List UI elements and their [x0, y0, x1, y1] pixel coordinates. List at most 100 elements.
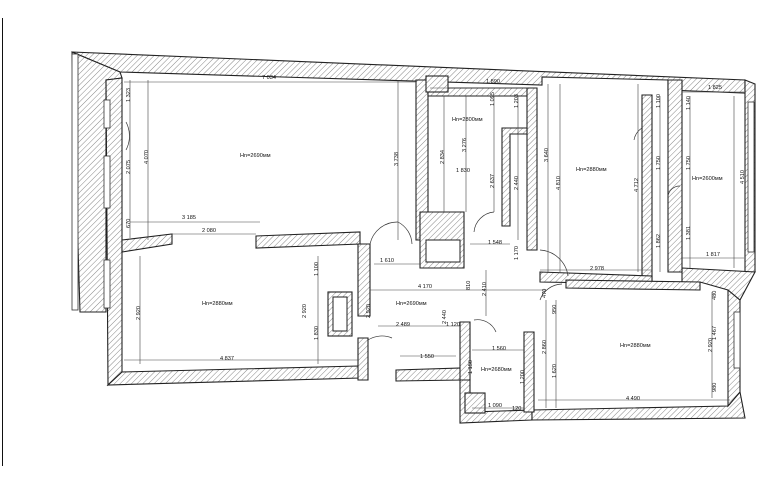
room-labels: Hn=2690мм Hn=2800мм Hn=2880мм Hn=2600мм …	[202, 117, 723, 373]
dim-label: 4 070	[144, 150, 150, 164]
dim-label: 1 550	[420, 354, 434, 360]
dim-label: 1 830	[314, 326, 320, 340]
door-swing-right-room	[539, 283, 563, 301]
dim-label: 2 920	[302, 304, 308, 318]
door-swing-room4	[633, 127, 643, 141]
wall-room-right-top	[565, 279, 701, 291]
doors	[125, 121, 681, 341]
dim-label: 1 203	[514, 94, 520, 108]
room-label: Hn=2690мм	[396, 301, 427, 307]
shaft-core	[425, 239, 461, 263]
dim-label: 980	[712, 383, 718, 392]
dim-label: 1 200	[520, 370, 526, 384]
dim-label: 1 100	[656, 94, 662, 108]
dim-label: 120	[512, 406, 521, 412]
dim-label: 1 323	[126, 88, 132, 102]
room-label: Hn=2600мм	[692, 176, 723, 182]
dim-label: 2 075	[126, 160, 132, 174]
dim-label: 2 410	[482, 282, 488, 296]
window-left-1	[103, 99, 111, 129]
dim-label: 1 170	[514, 246, 520, 260]
room-label: Hn=2880мм	[620, 343, 651, 349]
dim-label: 1 610	[380, 258, 394, 264]
dim-label: 1 862	[656, 234, 662, 248]
dim-label: 670	[126, 219, 132, 228]
wall-top	[71, 51, 746, 94]
dim-label: 3 640	[544, 148, 550, 162]
window-right-1	[747, 101, 755, 253]
dim-label: 1 890	[486, 79, 500, 85]
dim-label: 1 140	[686, 96, 692, 110]
dim-label: 4 170	[418, 284, 432, 290]
dim-label: 2 637	[490, 174, 496, 188]
dim-label: 2 489	[396, 322, 410, 328]
wall-room4-left	[667, 79, 683, 273]
dimension-labels: 7 034 1 890 1 825 1 323 4 070 2 075 670 …	[126, 75, 746, 412]
wall-wc-right	[523, 331, 535, 413]
wall-bedroom-bath	[641, 94, 653, 283]
door-swing-bath	[473, 211, 495, 233]
shaft-wc	[464, 392, 486, 414]
dim-label: 1 560	[492, 346, 506, 352]
dim-label: 7 034	[262, 75, 276, 81]
dim-label: 3 276	[462, 138, 468, 152]
dim-label: 1 120	[446, 322, 460, 328]
door-swing-balcony	[125, 121, 130, 151]
door-swing-living-south	[367, 335, 393, 341]
dim-label: 1 825	[708, 85, 722, 91]
dim-label: 1 095	[490, 92, 496, 106]
balcony-rail	[71, 53, 79, 311]
dim-label: 4 810	[556, 176, 562, 190]
room-label: Hn=2880мм	[576, 167, 607, 173]
wall-bottom-mid	[395, 367, 463, 382]
inner-walls	[121, 79, 701, 413]
wall-wc-left	[459, 321, 471, 381]
dim-label: 2 440	[514, 176, 520, 190]
dim-label: 470	[542, 289, 548, 298]
dim-label: 1 750	[686, 156, 692, 170]
room-label: Hn=2690мм	[240, 153, 271, 159]
dim-label: 1 548	[488, 240, 502, 246]
dim-label: 1 467	[712, 326, 718, 340]
shaft-top	[425, 75, 449, 93]
window-left-2	[103, 155, 111, 209]
wall-mid-room-lower	[357, 337, 369, 381]
dim-label: 4 510	[740, 170, 746, 184]
window-right-2	[733, 311, 741, 369]
dim-label: 2 860	[542, 340, 548, 354]
dim-label: 2 920	[136, 306, 142, 320]
dim-label: 4 712	[634, 178, 640, 192]
dim-label: 2 080	[202, 228, 216, 234]
wall-living-south-2	[255, 231, 361, 249]
door-swing-hall-2	[397, 221, 413, 245]
wall-bath-right	[526, 87, 538, 251]
windows	[71, 53, 755, 369]
dim-label: 1 100	[314, 262, 320, 276]
wall-niche	[501, 127, 528, 227]
dim-label: 1 381	[686, 226, 692, 240]
wall-mid-room-left	[357, 243, 371, 317]
door-swing-room4-b	[667, 185, 681, 197]
dim-label: 4 837	[220, 356, 234, 362]
room-label: Hn=2800мм	[452, 117, 483, 123]
dim-label: 1 090	[488, 403, 502, 409]
page-edge-line	[2, 18, 3, 466]
dim-label: 1 150	[468, 360, 474, 374]
shafts	[327, 75, 486, 414]
dim-label: 1 817	[706, 252, 720, 258]
column-living-inner	[332, 296, 348, 332]
dimension-lines	[124, 80, 744, 409]
door-swing-bedroom	[539, 249, 569, 277]
dim-label: 1 830	[456, 168, 470, 174]
dim-label: 2 920	[708, 338, 714, 352]
dim-label: 1 620	[552, 364, 558, 378]
door-swing-wc	[473, 319, 497, 333]
dim-label: 1 750	[656, 156, 662, 170]
door-swing-hall-1	[369, 221, 399, 245]
dim-label: 2 978	[590, 266, 604, 272]
wall-living-south	[121, 233, 173, 253]
dim-label: 4 490	[626, 396, 640, 402]
dim-label: 810	[466, 281, 472, 290]
dim-label: 2 920	[366, 304, 372, 318]
